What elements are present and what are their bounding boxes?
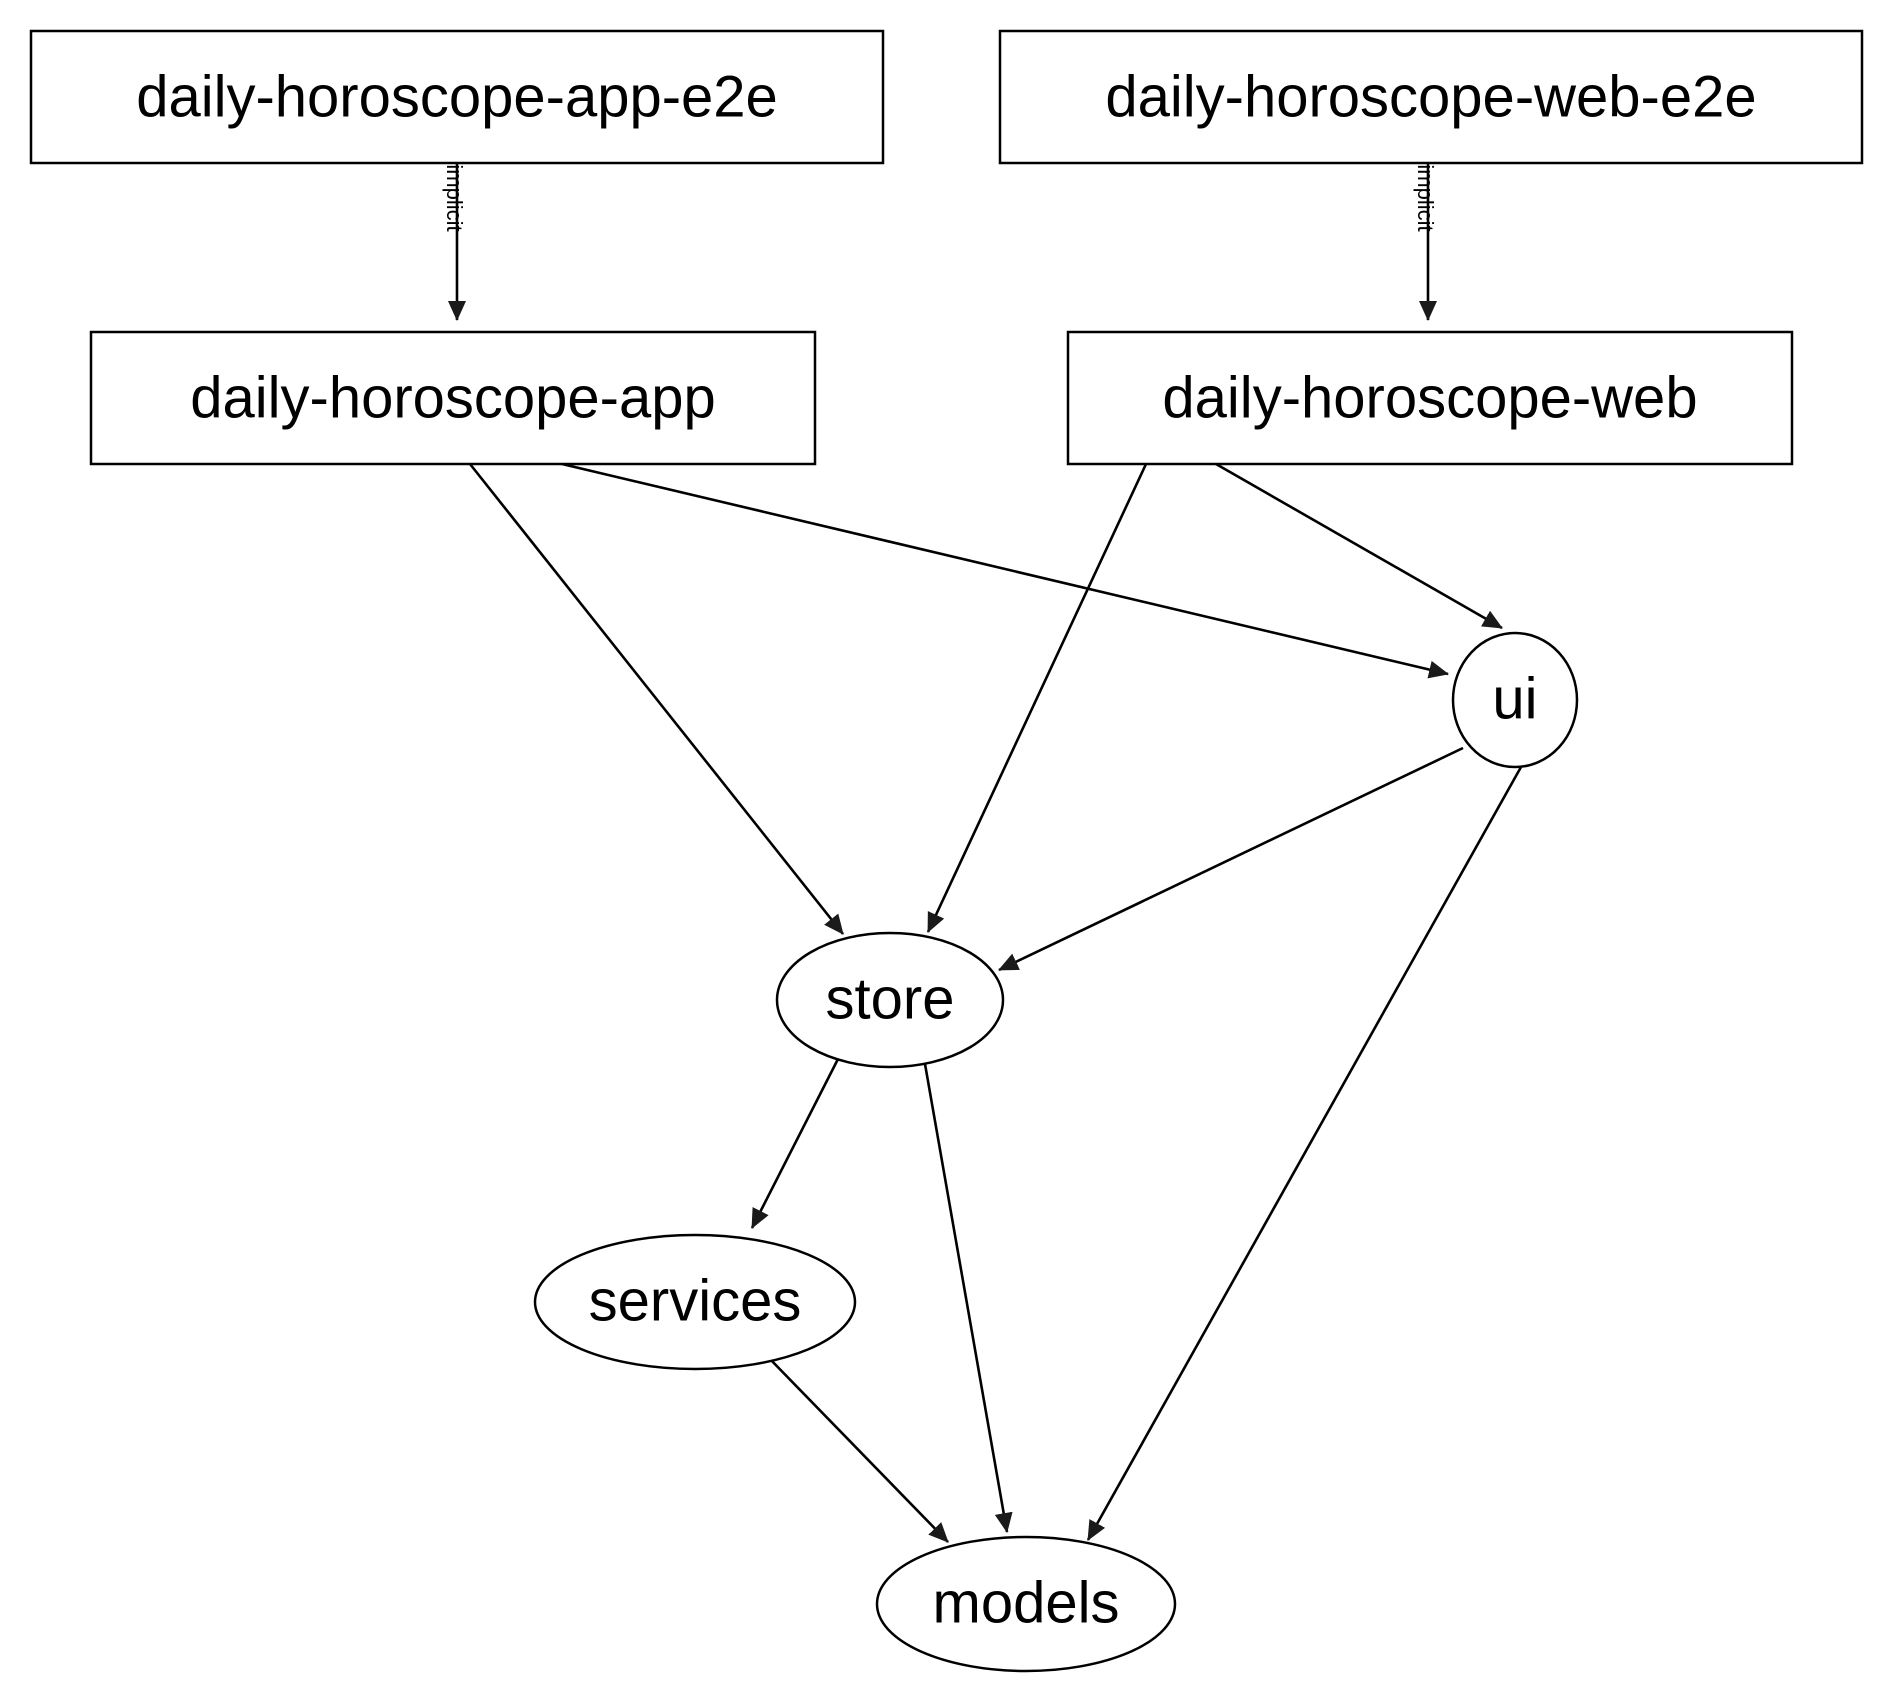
node-daily-horoscope-web[interactable]: daily-horoscope-web — [1066, 330, 1794, 466]
node-daily-horoscope-web-e2e[interactable]: daily-horoscope-web-e2e — [998, 29, 1864, 165]
edge-app-to-ui — [561, 462, 1449, 679]
node-shape-ellipse[interactable] — [775, 931, 1005, 1069]
node-shape-ellipse[interactable] — [1451, 631, 1579, 769]
node-label: models — [933, 1570, 1120, 1635]
node-label: daily-horoscope-web — [1162, 365, 1697, 430]
node-label: store — [826, 966, 955, 1031]
edge-label-implicit: implicit — [1413, 164, 1438, 231]
node-label: ui — [1492, 666, 1537, 731]
node-shape-ellipse[interactable] — [533, 1233, 857, 1371]
node-label: daily-horoscope-web-e2e — [1105, 64, 1756, 129]
node-models[interactable]: models — [875, 1535, 1177, 1673]
edge-web-to-ui — [1215, 462, 1503, 630]
node-daily-horoscope-app[interactable]: daily-horoscope-app — [89, 330, 817, 466]
node-shape-rect[interactable] — [89, 330, 817, 466]
node-store[interactable]: store — [775, 931, 1005, 1069]
node-layer: daily-horoscope-app-e2e daily-horoscope-… — [29, 29, 1864, 1673]
edge-store-to-models — [923, 1063, 1013, 1533]
edge-web-to-store — [926, 463, 1148, 933]
node-label: services — [589, 1268, 802, 1333]
node-daily-horoscope-app-e2e[interactable]: daily-horoscope-app-e2e — [29, 29, 885, 165]
node-services[interactable]: services — [533, 1233, 857, 1371]
edge-app-e2e-to-app: implicit — [442, 163, 467, 321]
node-shape-ellipse[interactable] — [875, 1535, 1177, 1673]
node-shape-rect[interactable] — [29, 29, 885, 165]
edge-ui-to-store — [998, 746, 1464, 972]
edge-app-to-store — [468, 463, 845, 935]
edge-label-implicit: implicit — [442, 164, 467, 231]
edge-layer: implicit implicit — [442, 163, 1523, 1543]
node-shape-rect[interactable] — [998, 29, 1864, 165]
edge-web-e2e-to-web: implicit — [1413, 163, 1438, 321]
node-label: daily-horoscope-app — [190, 365, 716, 430]
node-label: daily-horoscope-app-e2e — [136, 64, 778, 129]
edge-services-to-models — [767, 1356, 949, 1543]
edge-ui-to-models — [1086, 766, 1523, 1541]
edge-store-to-services — [750, 1058, 840, 1229]
node-shape-rect[interactable] — [1066, 330, 1794, 466]
node-ui[interactable]: ui — [1451, 631, 1579, 769]
